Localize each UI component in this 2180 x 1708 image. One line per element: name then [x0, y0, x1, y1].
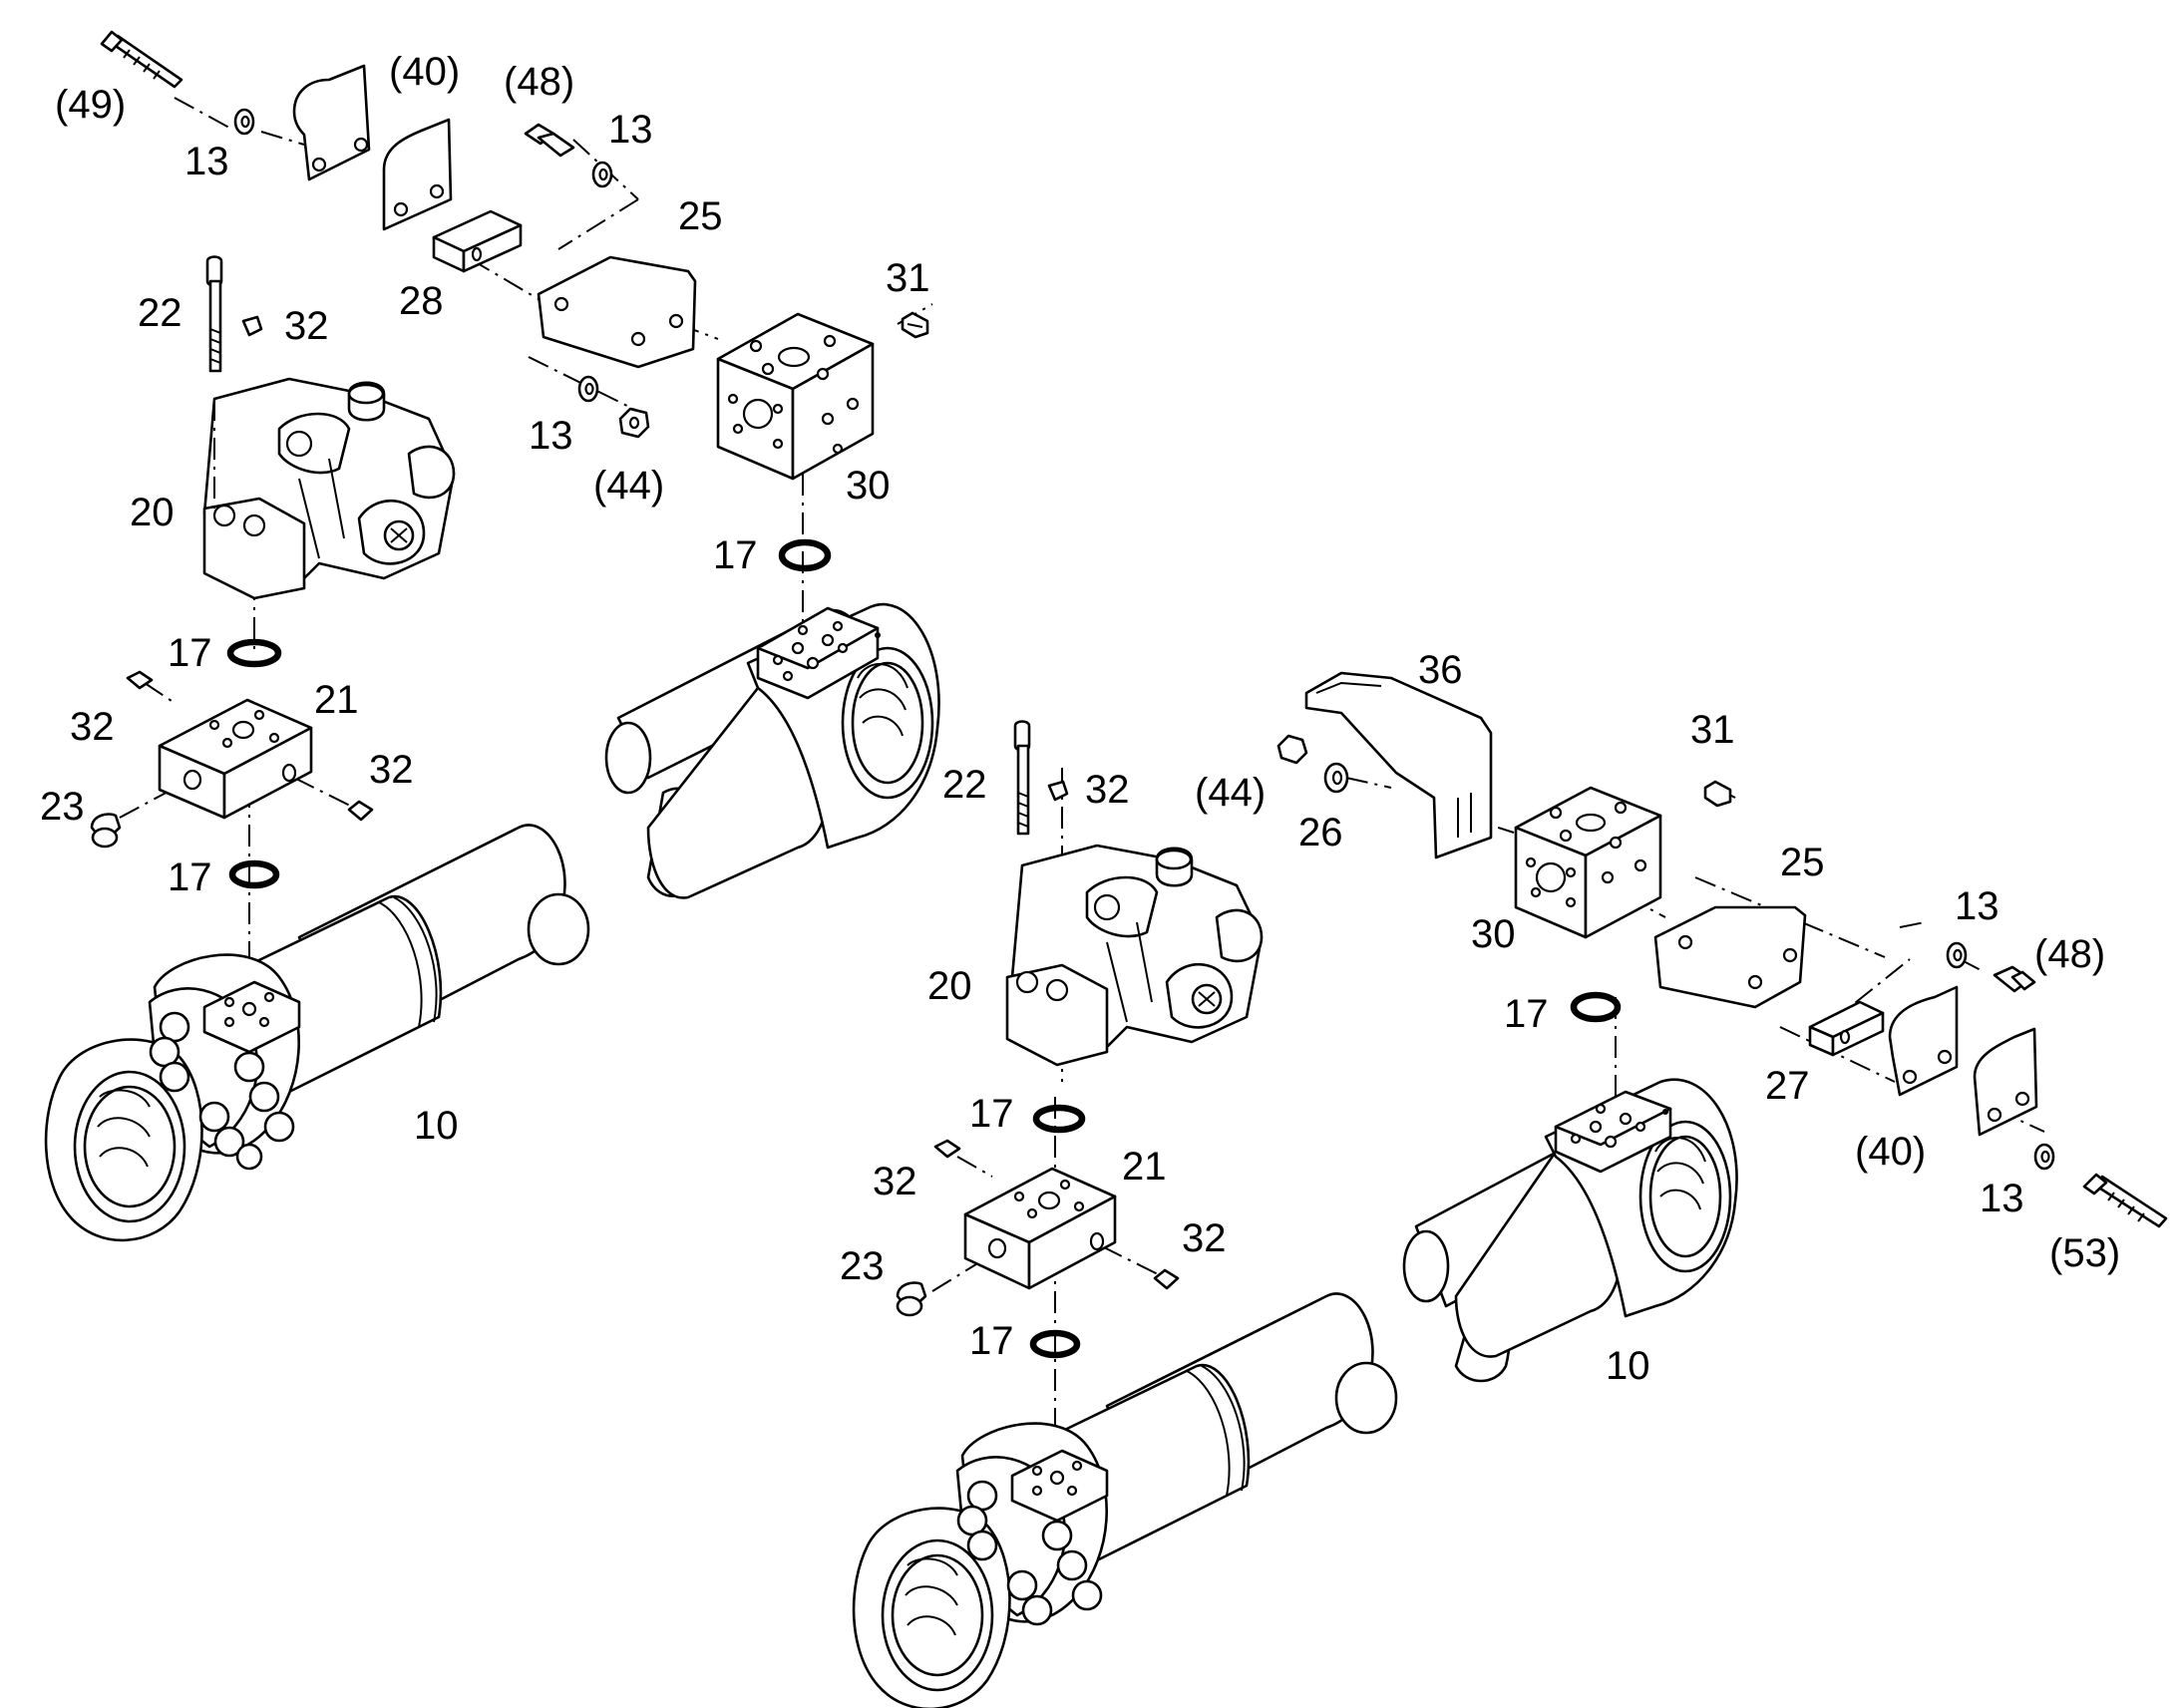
washer-13-icon — [233, 108, 255, 136]
label-26: 26 — [1298, 811, 1343, 854]
label-31: 31 — [886, 256, 930, 300]
o-ring-17-icon — [1029, 1329, 1081, 1359]
label-32: 32 — [1182, 1216, 1227, 1260]
label-32: 32 — [70, 705, 115, 749]
label-44: (44) — [593, 464, 664, 508]
label-13: 13 — [1980, 1177, 2024, 1220]
label-31: 31 — [1690, 708, 1735, 752]
label-17: 17 — [969, 1092, 1014, 1136]
label-40: (40) — [1855, 1130, 1926, 1174]
cylinder-10-barrel-icon — [44, 824, 590, 1242]
clamp-40-icon — [292, 64, 453, 231]
label-44: (44) — [1195, 771, 1266, 815]
label-13: 13 — [608, 108, 653, 152]
cylinder-10-rod-end-icon — [1402, 1078, 1738, 1383]
label-20: 20 — [130, 491, 175, 534]
bolt-53-icon — [2082, 1173, 2168, 1228]
plug-23-icon — [90, 813, 122, 849]
plug-32-icon — [1153, 1268, 1180, 1290]
washer-13-icon — [591, 161, 613, 188]
label-23: 23 — [40, 785, 85, 829]
plug-32-icon — [241, 315, 263, 337]
label-21: 21 — [314, 678, 359, 722]
bolt-22-icon — [1013, 720, 1031, 836]
label-13: 13 — [529, 414, 573, 458]
block-21-icon — [963, 1167, 1117, 1290]
clamp-40-icon — [1888, 985, 2038, 1137]
block-21-icon — [158, 698, 313, 820]
label-13: 13 — [184, 140, 229, 183]
o-ring-17-icon — [778, 538, 832, 572]
plug-32-icon — [347, 800, 374, 822]
nut-44-icon — [1276, 734, 1308, 765]
plug-23-icon — [896, 1281, 927, 1317]
nut-44-icon — [618, 407, 650, 439]
label-17: 17 — [969, 1319, 1014, 1363]
label-32: 32 — [873, 1160, 917, 1203]
valve-20-icon — [1005, 844, 1264, 1067]
label-32: 32 — [284, 304, 329, 348]
label-30: 30 — [846, 464, 891, 508]
spacer-block-27-icon — [1808, 1000, 1885, 1057]
cylinder-10-rod-end-icon — [604, 602, 940, 899]
valve-20-icon — [202, 377, 456, 600]
bracket-25-icon — [1653, 905, 1807, 1009]
o-ring-17-icon — [228, 859, 280, 889]
label-40: (40) — [389, 50, 460, 94]
washer-13-icon — [577, 375, 599, 403]
label-21: 21 — [1122, 1145, 1167, 1189]
plug-32-icon — [126, 670, 154, 690]
bolt-49-icon — [100, 30, 183, 89]
valve-block-30-icon — [716, 312, 875, 481]
plug-32-icon — [1047, 780, 1069, 802]
bolt-22-icon — [205, 255, 223, 373]
label-32: 32 — [1085, 768, 1130, 812]
label-22: 22 — [138, 291, 182, 335]
bracket-25-icon — [537, 255, 697, 369]
label-48: (48) — [2034, 932, 2105, 976]
valve-block-30-icon — [1514, 786, 1662, 939]
label-25: 25 — [1780, 841, 1825, 884]
label-22: 22 — [942, 763, 987, 807]
label-10: 10 — [414, 1104, 459, 1148]
bolt-48-icon — [1993, 965, 2036, 993]
plug-31-icon — [1703, 780, 1732, 808]
label-30: 30 — [1471, 912, 1516, 956]
plug-32-icon — [933, 1139, 961, 1159]
label-20: 20 — [927, 964, 972, 1008]
label-53: (53) — [2049, 1231, 2120, 1275]
label-48: (48) — [504, 60, 574, 104]
cylinder-10-barrel-icon — [852, 1292, 1398, 1708]
label-36: 36 — [1418, 648, 1463, 692]
washer-13-icon — [2033, 1143, 2055, 1171]
label-10: 10 — [1606, 1344, 1650, 1388]
label-28: 28 — [399, 279, 444, 323]
label-17: 17 — [168, 631, 212, 675]
label-25: 25 — [678, 194, 723, 238]
washer-26-icon — [1323, 762, 1349, 794]
label-17: 17 — [168, 855, 212, 899]
washer-13-icon — [1946, 941, 1968, 969]
plug-31-icon — [901, 311, 929, 339]
o-ring-17-icon — [226, 638, 282, 668]
o-ring-17-icon — [1032, 1104, 1086, 1134]
bracket-36-icon — [1304, 671, 1493, 859]
callout-labels: (49) (40) (48) 13 13 25 28 22 32 31 13 (… — [40, 50, 2120, 1388]
spacer-block-28-icon — [432, 209, 523, 273]
label-27: 27 — [1765, 1064, 1810, 1108]
label-17: 17 — [713, 533, 758, 577]
label-32: 32 — [369, 748, 414, 792]
label-13: 13 — [1955, 884, 1999, 928]
bolt-48-icon — [524, 123, 575, 158]
label-23: 23 — [840, 1244, 885, 1288]
o-ring-17-icon — [1570, 991, 1622, 1023]
label-49: (49) — [55, 83, 126, 127]
label-17: 17 — [1504, 992, 1549, 1036]
